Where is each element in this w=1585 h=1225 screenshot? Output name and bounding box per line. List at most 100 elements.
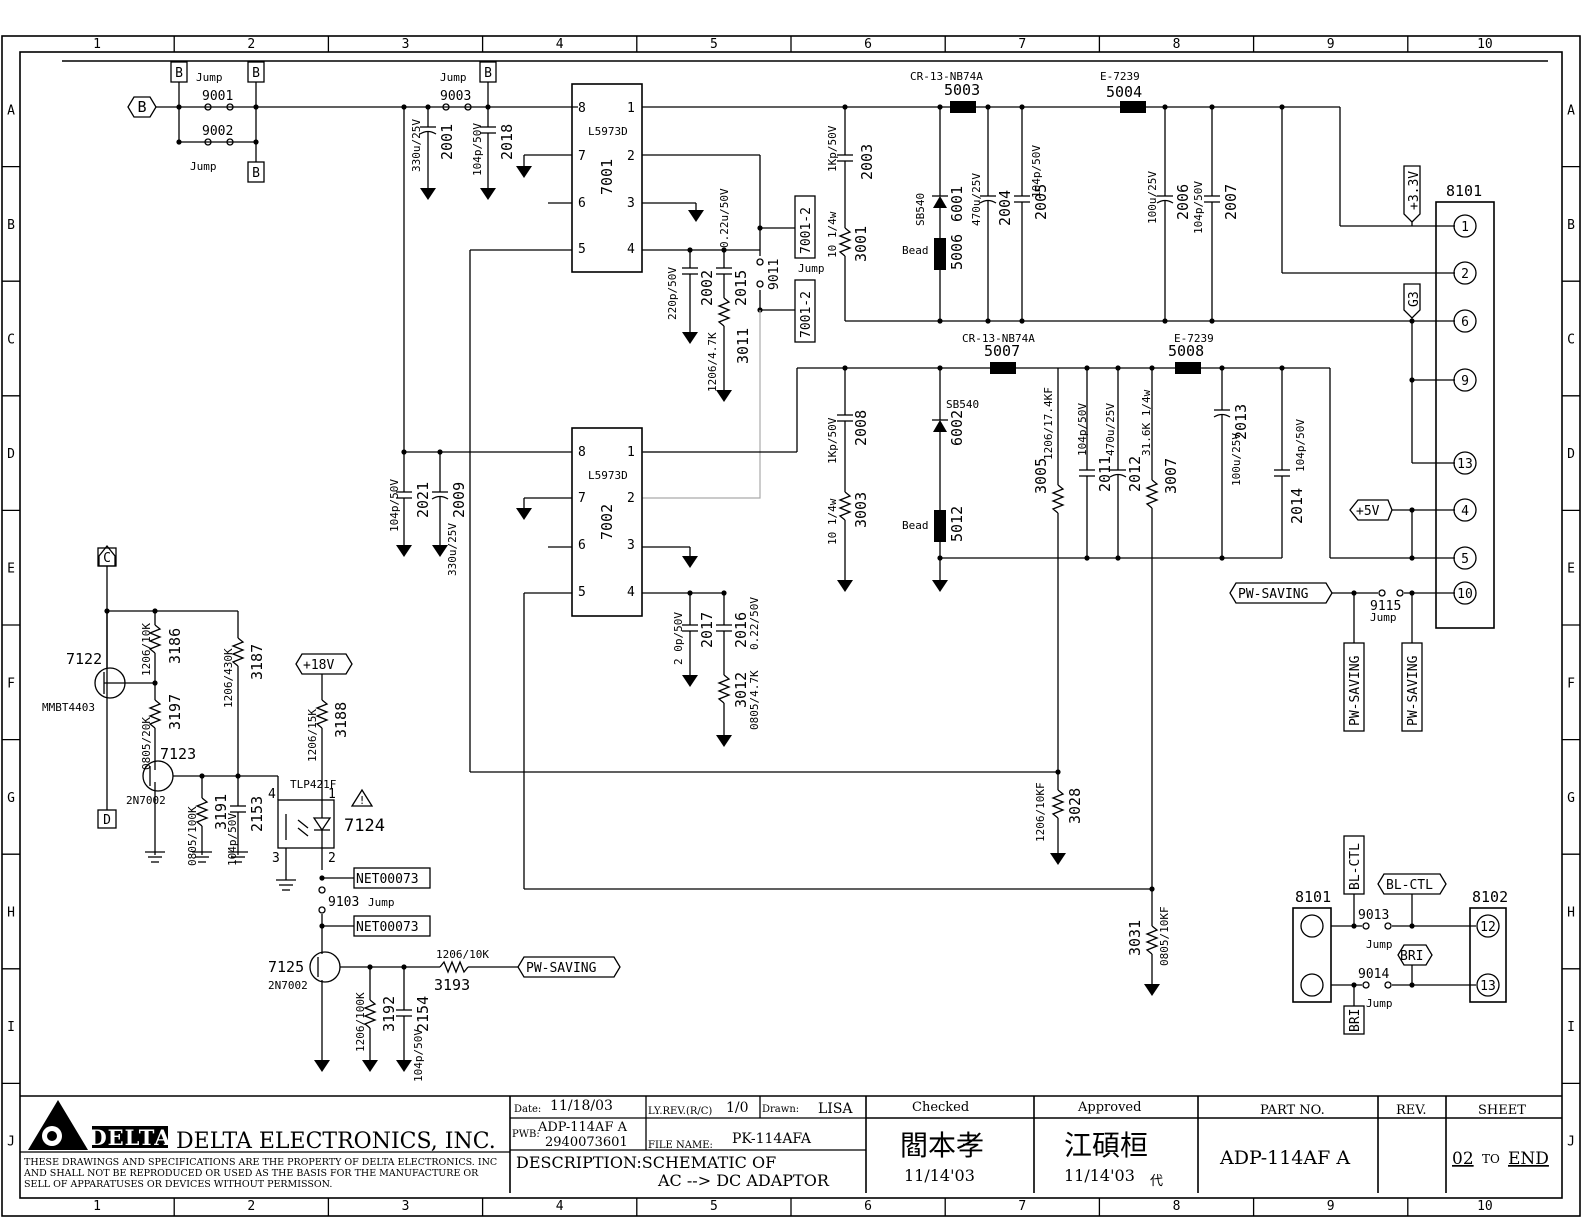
delta-logo: DELTA	[28, 1100, 171, 1150]
pin-8b: 8	[578, 445, 586, 460]
connector-8101-pin-label: 6	[1461, 315, 1469, 330]
flag-bri-1: BRI	[1400, 949, 1423, 964]
column-label-1-top: 1	[93, 37, 101, 52]
c2011-value: 104p/50V	[1076, 403, 1089, 456]
r3197-ref: 3197	[166, 694, 184, 730]
row-label-F-right: F	[1567, 676, 1575, 691]
pin-5: 5	[578, 242, 586, 257]
r3187-ref: 3187	[248, 644, 266, 680]
lyrev-value: 1/0	[726, 1100, 749, 1116]
jumper-9002: 9002	[202, 124, 233, 139]
date-label: Date:	[514, 1104, 541, 1115]
r3193-value: 1206/10K	[436, 948, 489, 961]
c2002-ref: 2002	[698, 270, 716, 306]
jump-label-3: Jump	[440, 71, 467, 84]
checked-label: Checked	[912, 1100, 969, 1115]
l5007-value: CR-13-NB74A	[962, 332, 1035, 345]
row-label-G-left: G	[7, 791, 15, 806]
net-B-1: B	[175, 66, 183, 81]
jump-label-6: Jump	[368, 896, 395, 909]
jumper-9003: 9003	[440, 89, 471, 104]
transistor-7125: 1206/10K 3193 PW-SAVING 7125 2N7002 1206…	[268, 948, 621, 1082]
jump-label-1: Jump	[196, 71, 223, 84]
l5004-ref: 5004	[1106, 83, 1142, 101]
q7123-value: 2N7002	[126, 794, 166, 807]
flag-5v: +5V	[1356, 504, 1380, 519]
u7124-pin3: 3	[272, 851, 280, 866]
l5008-value: E-7239	[1174, 332, 1214, 345]
column-label-10-bottom: 10	[1477, 1199, 1493, 1214]
r3192-value: 1206/100K	[354, 992, 367, 1052]
c2011-ref: 2011	[1096, 456, 1114, 492]
checked-date: 11/14'03	[904, 1166, 975, 1185]
c2008-ref: 2008	[852, 410, 870, 446]
jumper-9115: 9115	[1370, 599, 1401, 614]
sheet-to: END	[1508, 1149, 1549, 1169]
jumper-9014: 9014	[1358, 967, 1389, 982]
q7122-ref: 7122	[66, 650, 102, 668]
control-section: B C D 7122 MMBT4403 1206/10K 3186 0805/2…	[42, 544, 278, 866]
flag-g3: G3	[1407, 291, 1422, 307]
c2001-ref: 2001	[438, 124, 456, 160]
jumper-9103: 9103	[328, 895, 359, 910]
c2008-value: 1Kp/50V	[826, 417, 839, 464]
c2017-ref: 2017	[698, 612, 716, 648]
d6002-ref: 6002	[948, 410, 966, 446]
sheet-to-word: TO	[1482, 1152, 1500, 1166]
jump-label-5: Jump	[1370, 611, 1397, 624]
connector-8101-pin-label: 1	[1461, 220, 1469, 235]
flag-pwsaving-3: PW-SAVING	[1406, 655, 1421, 726]
pin-3: 3	[627, 196, 635, 211]
partno-value: ADP-114AF A	[1219, 1147, 1350, 1169]
connector-8101-pin-label: 9	[1461, 374, 1469, 389]
r3001-value: 10 1/4w	[826, 211, 839, 258]
pin-5b: 5	[578, 585, 586, 600]
c2016-ref: 2016	[732, 612, 750, 648]
pin-2: 2	[627, 149, 635, 164]
flag-pwsaving-4: PW-SAVING	[526, 961, 597, 976]
c2006-ref: 2006	[1174, 184, 1192, 220]
approved-signature: 江碩桓	[1064, 1129, 1148, 1162]
column-label-7-bottom: 7	[1018, 1199, 1026, 1214]
notice-line-1: THESE DRAWINGS AND SPECIFICATIONS ARE TH…	[24, 1157, 497, 1168]
pin8102-12: 12	[1480, 920, 1496, 935]
offsheet-C-label: C	[103, 551, 111, 566]
c2017-value: 2 0p/50V	[672, 612, 685, 665]
c2003-value: 1Kp/50V	[826, 125, 839, 172]
pin-4: 4	[627, 242, 635, 257]
pin-8: 8	[578, 101, 586, 116]
jump-label-4: Jump	[798, 262, 825, 275]
connector-8101-pin-label: 2	[1461, 267, 1469, 282]
r3003-ref: 3003	[852, 492, 870, 528]
input-section: B B B B Jump 9001 9002 Jump Jump 9003 B	[127, 61, 578, 452]
r3188-ref: 3188	[332, 702, 350, 738]
regulator-7001: L5973D 7001 8 1 7 2 6 3 5 4	[571, 83, 643, 273]
c2015-ref: 2015	[732, 270, 750, 306]
c2005-ref: 2005	[1032, 184, 1050, 220]
regulator-7002-ref: 7002	[598, 504, 616, 540]
column-label-8-bottom: 8	[1173, 1199, 1181, 1214]
net-B-4: B	[484, 66, 492, 81]
logo-text: DELTA	[88, 1125, 171, 1150]
c2018-value: 104p/50V	[471, 123, 484, 176]
l5003-ref: 5003	[944, 81, 980, 99]
row-label-J-right: J	[1567, 1135, 1575, 1150]
d6002-value: SB540	[946, 398, 979, 411]
column-label-4-top: 4	[556, 37, 564, 52]
regulator-7001-part: L5973D	[588, 125, 628, 138]
column-label-3-top: 3	[402, 37, 410, 52]
c2001-value: 330u/25V	[410, 119, 423, 172]
description-line-2: AC --> DC ADAPTOR	[657, 1171, 830, 1190]
row-label-A-left: A	[7, 103, 15, 118]
description-line-1: DESCRIPTION:SCHEMATIC OF	[516, 1153, 776, 1172]
row-label-E-right: E	[1567, 562, 1575, 577]
pin8102-13: 13	[1480, 979, 1496, 994]
r3197-value: 0805/20K	[140, 717, 153, 770]
flag-18v: +18V	[303, 658, 334, 673]
l5008-ref: 5008	[1168, 342, 1204, 360]
r3005-ref: 3005	[1032, 458, 1050, 494]
bead-label-1: Bead	[902, 244, 929, 257]
column-label-1-bottom: 1	[93, 1199, 101, 1214]
connector-8101-pin-13	[1453, 451, 1477, 475]
